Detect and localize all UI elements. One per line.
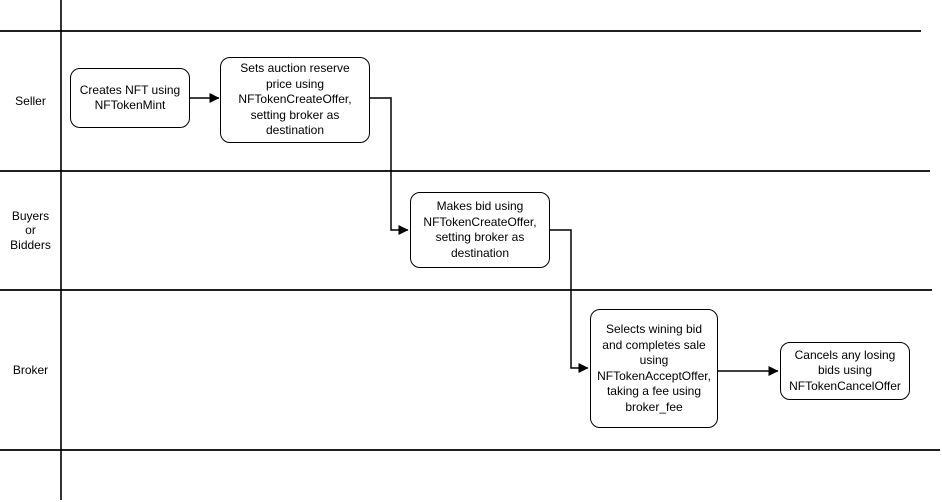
lane-label-seller: Seller xyxy=(15,93,46,108)
node-make-bid: Makes bid using NFTokenCreateOffer, sett… xyxy=(410,192,550,268)
lane-label-buyers-or-bidders: Buyers or Bidders xyxy=(10,208,51,252)
node-select-winning-bid: Selects wining bid and completes sale us… xyxy=(590,309,718,428)
connector-setreserve-to-makebid xyxy=(370,97,409,235)
node-create-nft: Creates NFT using NFTokenMint xyxy=(70,68,190,128)
connector-makebid-to-acceptoffer xyxy=(550,229,589,373)
node-set-auction-reserve: Sets auction reserve price using NFToken… xyxy=(220,57,370,143)
node-cancel-losing-bids: Cancels any losing bids using NFTokenCan… xyxy=(780,342,910,400)
lane-label-broker: Broker xyxy=(12,362,49,377)
